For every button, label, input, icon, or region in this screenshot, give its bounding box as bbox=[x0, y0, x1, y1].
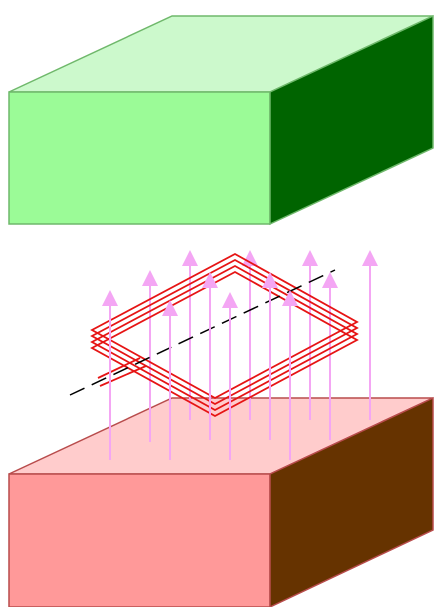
magnet-north-front-face bbox=[8, 91, 271, 225]
coil-turn-2 bbox=[90, 264, 359, 412]
field-line-front-3 bbox=[262, 272, 278, 440]
coil-turn-0 bbox=[90, 252, 359, 400]
field-line-back-3 bbox=[302, 250, 318, 420]
coil-lead-1 bbox=[97, 357, 141, 379]
magnet-south-front-face bbox=[8, 473, 271, 607]
field-line-front-2 bbox=[222, 292, 238, 460]
magnet-south-side-face bbox=[269, 396, 434, 607]
field-line-front-5 bbox=[162, 300, 178, 460]
magnet-south-block-front bbox=[8, 396, 434, 607]
magnetic-field-lines-front bbox=[102, 272, 298, 460]
magnet-north-block bbox=[8, 14, 434, 226]
field-line-back-1 bbox=[182, 250, 198, 420]
field-line-front-0 bbox=[102, 290, 118, 460]
magnet-north-side-face bbox=[269, 14, 434, 226]
field-line-back-5 bbox=[322, 272, 338, 440]
coil-turn-3 bbox=[90, 270, 359, 418]
coil-lead-2 bbox=[99, 365, 147, 387]
coil-turn-1 bbox=[90, 258, 359, 406]
field-line-front-1 bbox=[202, 272, 218, 440]
magnetic-field-lines-back bbox=[142, 250, 378, 442]
coil bbox=[90, 252, 359, 418]
rotation-axis bbox=[69, 269, 336, 396]
field-line-front-4 bbox=[282, 290, 298, 460]
field-line-back-2 bbox=[242, 250, 258, 420]
field-line-back-4 bbox=[362, 250, 378, 420]
